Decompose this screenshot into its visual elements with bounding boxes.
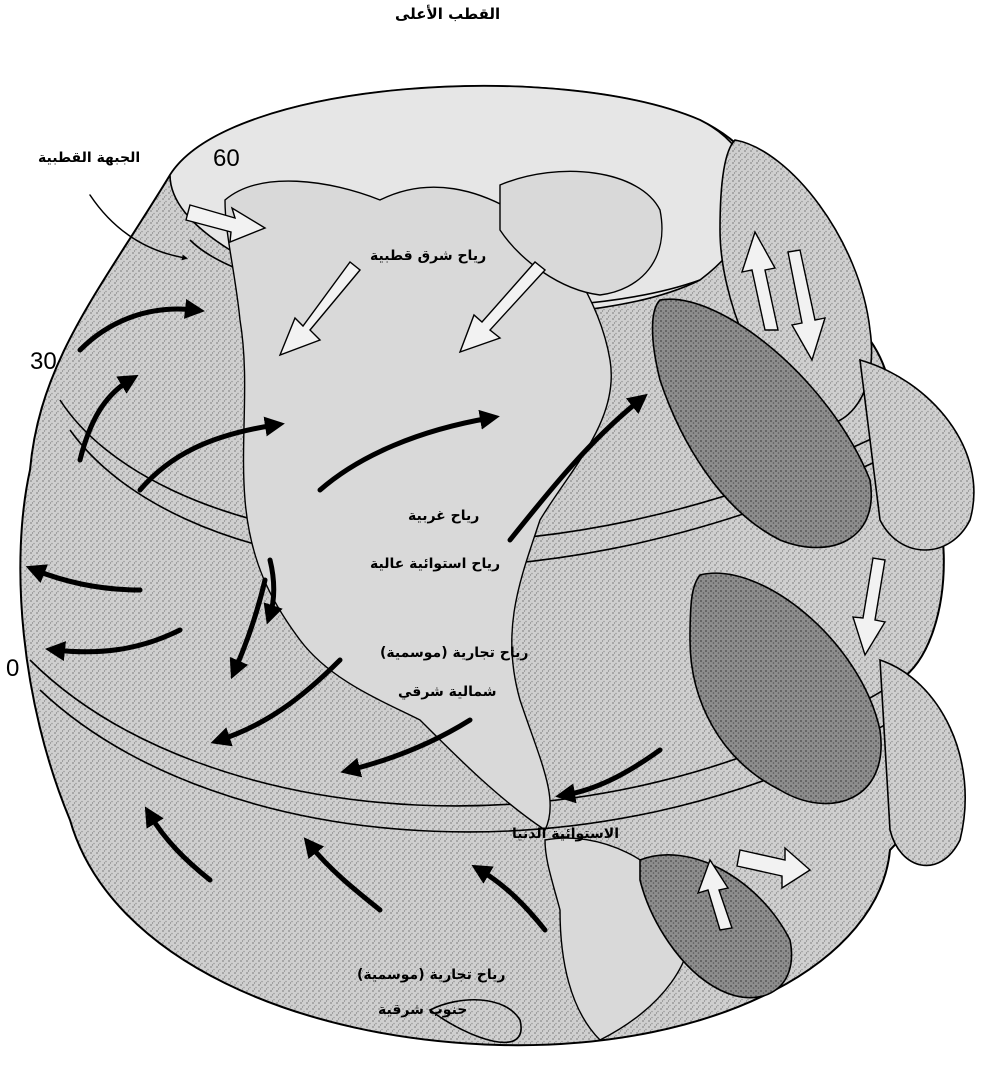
label-westerlies: رياح غربية [408,508,479,524]
label-ne-trades-line1: رياح تجارية (موسمية) [380,645,528,661]
label-se-trades-line2: جنوب شرقية [378,1002,467,1018]
hadley-cell-right [880,660,965,865]
diagram-title: القطب الأعلى [395,5,500,23]
latitude-label-0: 0 [6,655,19,683]
latitude-label-60: 60 [213,145,240,173]
label-ne-trades-line2: شمالية شرقي [398,684,497,700]
latitude-label-30: 30 [30,348,57,376]
label-equatorial-low: الاستوائية الدنيا [512,826,619,842]
label-subtropical-high: رياح استوائية عالية [370,556,500,572]
label-se-trades-line1: رياح تجارية (موسمية) [357,967,505,983]
label-polar-easterlies: رياح شرق قطبية [370,248,486,264]
label-polar-front: الجبهة القطبية [38,150,140,166]
